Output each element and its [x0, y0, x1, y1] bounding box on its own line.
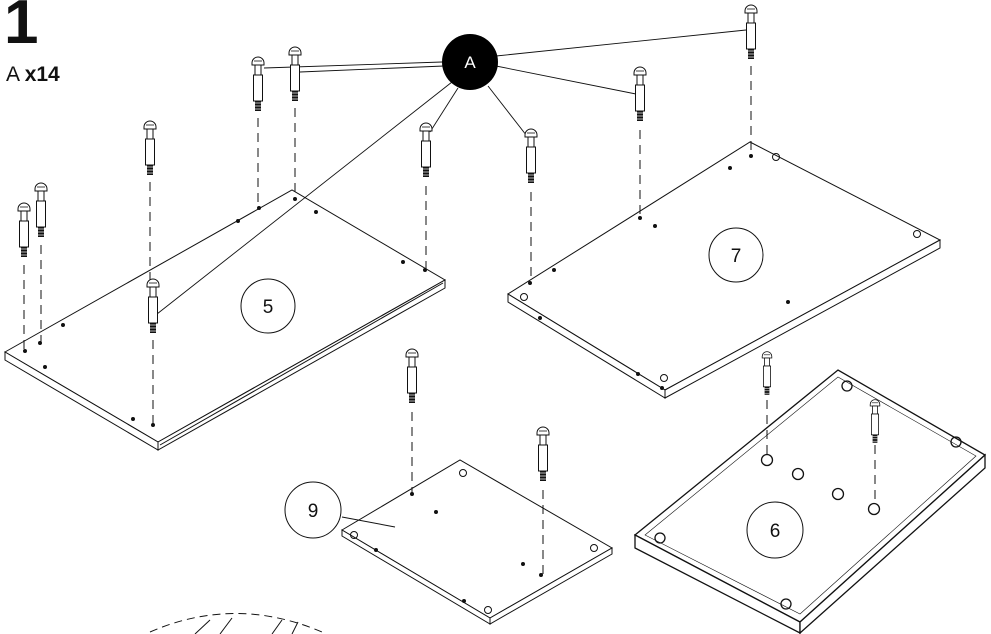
panel-label-7: 7	[731, 246, 742, 267]
panel-label-5: 5	[263, 297, 274, 318]
cam-bolt-icon	[633, 66, 647, 122]
cam-bolt-icon	[419, 122, 433, 178]
callout-a: A	[442, 34, 498, 90]
part-quantity: A x14	[6, 63, 60, 87]
cam-bolt-icon	[536, 426, 550, 482]
panel-6	[633, 369, 987, 634]
cam-bolt-icon	[251, 56, 265, 112]
detail-view	[149, 613, 323, 634]
cam-bolt-icon	[524, 128, 538, 184]
cam-bolt-icon	[761, 351, 773, 396]
insertion-guides	[23, 66, 876, 575]
quantity-count: x14	[24, 63, 60, 86]
cam-bolt-icon	[143, 120, 157, 176]
panel-5	[3, 189, 447, 451]
step-number: 1	[4, 0, 39, 57]
cam-bolt-icon	[744, 4, 758, 60]
callout-leaders	[156, 29, 747, 315]
part-letter: A	[6, 63, 19, 86]
panel-label-9: 9	[308, 501, 319, 522]
panel-label-6: 6	[770, 521, 781, 542]
cam-bolt-icon	[288, 46, 302, 102]
cam-bolt-icon	[405, 348, 419, 404]
cam-bolt-icon	[34, 182, 48, 238]
cam-bolt-icon	[17, 202, 31, 258]
panel-labels: 5 7 9 6	[240, 227, 804, 559]
panel-9	[341, 459, 614, 625]
callout-a-label: A	[464, 53, 476, 72]
